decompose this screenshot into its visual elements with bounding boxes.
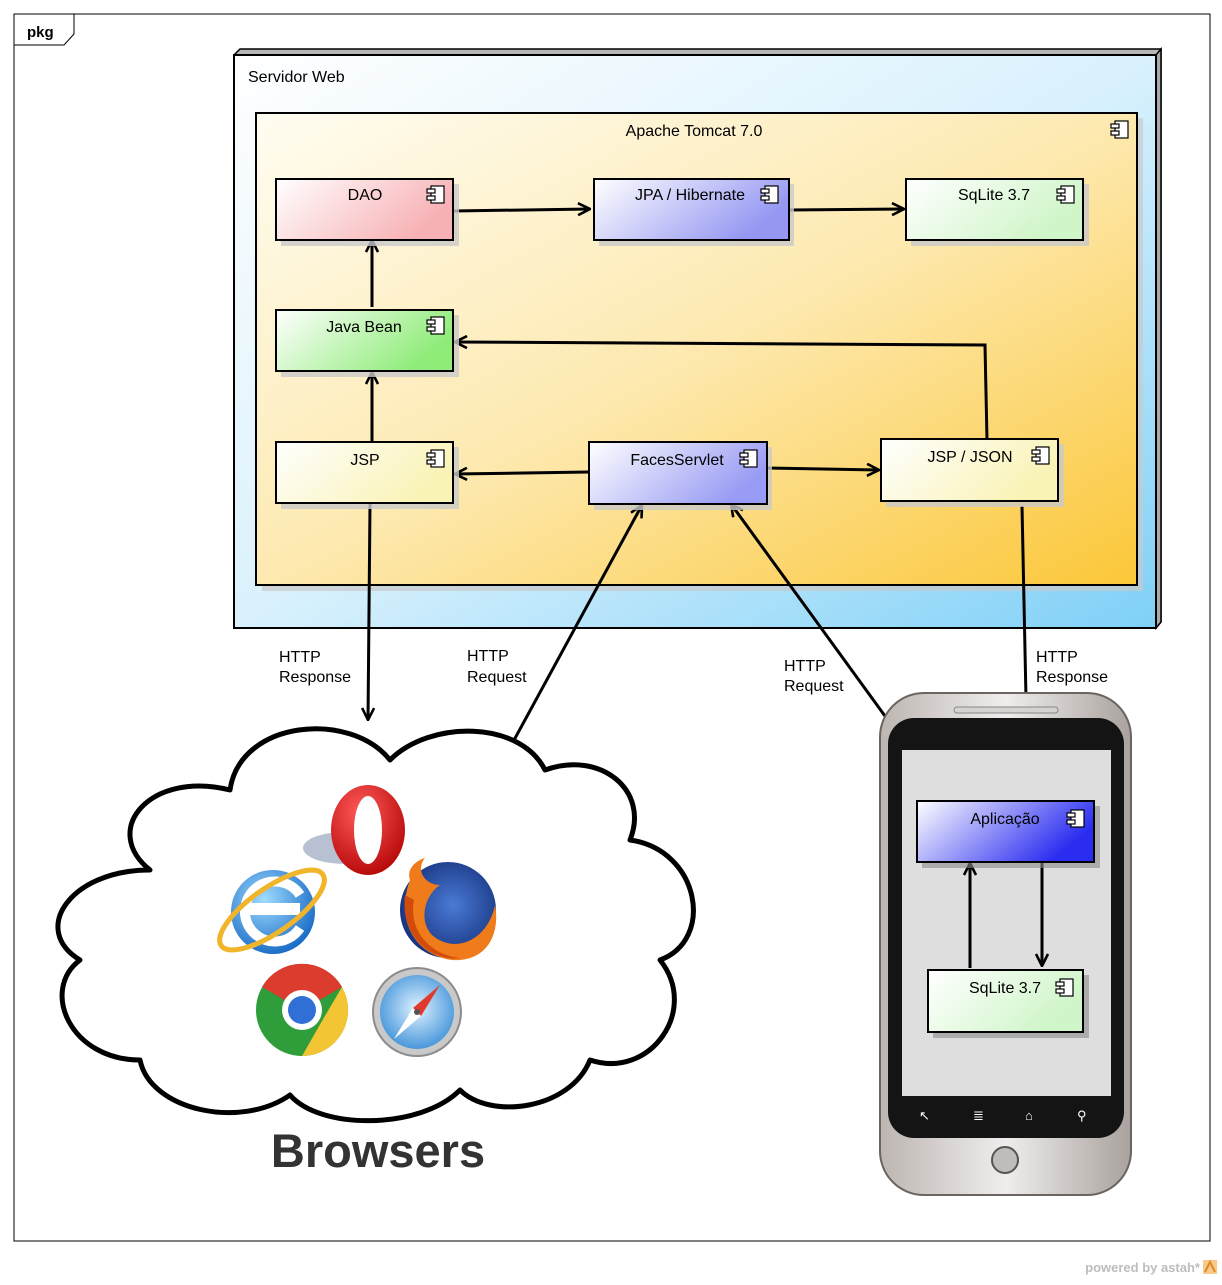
component-icon — [1110, 120, 1129, 139]
component-jpa[interactable]: JPA / Hibernate — [593, 178, 794, 246]
component-label: JPA / Hibernate — [635, 187, 745, 204]
component-label: Aplicação — [970, 811, 1039, 828]
edge-label: Request — [467, 669, 527, 686]
component-label: JSP — [350, 452, 379, 469]
component-icon — [1056, 185, 1075, 204]
frame-tag: pkg — [27, 24, 54, 41]
edge-jspjson-bean — [455, 342, 989, 441]
component-icon — [1055, 978, 1074, 997]
component-icon — [426, 316, 445, 335]
edge-faces-jsp — [455, 472, 590, 474]
safari-icon — [372, 967, 462, 1057]
phone-nav-bar: ↖ ≣ ⌂ ⚲ — [919, 1108, 1087, 1123]
opera-icon — [303, 785, 405, 875]
edge-labels: HTTP Response HTTP Request HTTP Request … — [279, 648, 1108, 695]
firefox-icon — [400, 858, 497, 961]
menu-icon[interactable]: ≣ — [973, 1108, 984, 1123]
edge-label: HTTP — [784, 658, 826, 675]
component-icons — [426, 185, 1075, 468]
component-icon — [426, 449, 445, 468]
component-icon — [1066, 809, 1085, 828]
component-icon — [1031, 446, 1050, 465]
edge-label: HTTP — [1036, 649, 1078, 666]
edge-label: Request — [784, 678, 844, 695]
astah-logo-icon — [1203, 1259, 1217, 1274]
phone-edges — [970, 862, 1042, 968]
component-label: Java Bean — [326, 319, 402, 336]
component-label: DAO — [348, 187, 383, 204]
edge-faces-jspjson — [766, 468, 879, 470]
powered-by-text: powered by astah* — [1085, 1260, 1201, 1275]
component-sqlite-phone[interactable]: SqLite 3.7 — [927, 969, 1089, 1038]
footer: powered by astah* — [1085, 1259, 1217, 1275]
component-icon — [426, 185, 445, 204]
component-label: SqLite 3.7 — [958, 187, 1030, 204]
component-aplicacao[interactable]: Aplicação — [916, 800, 1100, 868]
internet-explorer-icon — [217, 867, 327, 954]
edge-label: Response — [1036, 669, 1108, 686]
component-javabean[interactable]: Java Bean — [275, 309, 459, 377]
phone-home-button[interactable] — [991, 1146, 1019, 1174]
component-icon — [739, 449, 758, 468]
component-label: JSP / JSON — [927, 449, 1012, 466]
edge-dao-jpa — [452, 209, 590, 211]
edge-label: HTTP — [279, 649, 321, 666]
component-facesservlet[interactable]: FacesServlet — [588, 441, 772, 510]
component-label: SqLite 3.7 — [969, 980, 1041, 997]
edge-jsp-browsers — [368, 503, 370, 720]
browsers-cloud: Browsers — [55, 726, 696, 1177]
edge-jpa-sqlite — [788, 209, 904, 210]
edge-browsers-faces — [505, 505, 642, 754]
home-icon[interactable]: ⌂ — [1025, 1108, 1033, 1123]
edge-label: Response — [279, 669, 351, 686]
smartphone: ↖ ≣ ⌂ ⚲ — [879, 692, 1132, 1196]
chrome-icon — [256, 963, 349, 1057]
component-dao[interactable]: DAO — [275, 178, 459, 246]
component-label: FacesServlet — [630, 452, 724, 469]
server-title: Servidor Web — [248, 69, 345, 86]
back-icon[interactable]: ↖ — [919, 1108, 930, 1123]
tomcat-title: Apache Tomcat 7.0 — [626, 123, 763, 140]
browsers-label: Browsers — [271, 1124, 485, 1177]
search-icon[interactable]: ⚲ — [1077, 1108, 1087, 1123]
component-sqlite-server[interactable]: SqLite 3.7 — [905, 178, 1089, 246]
edge-label: HTTP — [467, 648, 509, 665]
component-icon — [760, 185, 779, 204]
